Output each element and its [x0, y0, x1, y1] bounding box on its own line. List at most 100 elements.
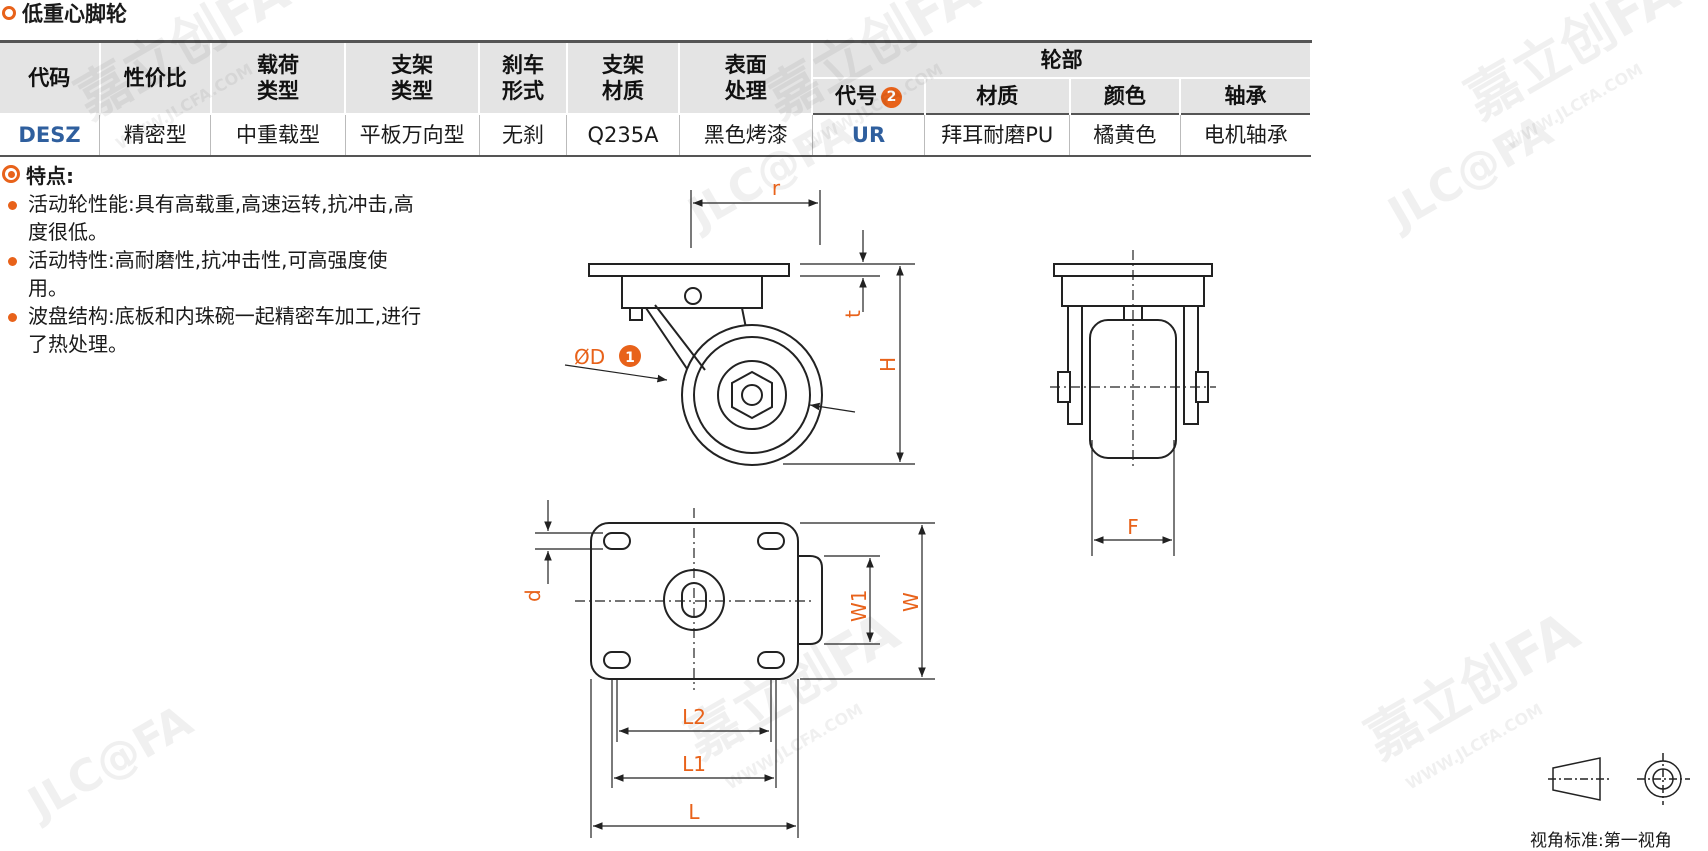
- section-title: 低重心脚轮: [2, 0, 127, 26]
- circle-outer-icon: [1644, 760, 1682, 798]
- center-boss: [663, 569, 725, 631]
- nut-right: [1195, 371, 1209, 403]
- circle-inner-icon: [1652, 768, 1674, 790]
- subheader-wheel-material: 材质: [924, 78, 1071, 114]
- watermark-text: 嘉立创FA: [1355, 599, 1590, 771]
- front-view: [1053, 263, 1213, 459]
- watermark-text: 嘉立创FA: [1455, 0, 1690, 131]
- wheel: [681, 324, 823, 466]
- spec-table: 代码 性价比 载荷 类型 支架 类型 刹车 形式 支架 材质 表面 处理 轮部 …: [0, 40, 1312, 157]
- projection-symbol: [1548, 753, 1690, 805]
- dim-w1-label: W1: [847, 590, 871, 623]
- cell-code: DESZ: [0, 113, 100, 157]
- dim-f-label: F: [1127, 515, 1139, 539]
- swivel-bearing: [621, 275, 763, 309]
- front-bearing: [1061, 275, 1205, 307]
- section-title-text: 低重心脚轮: [22, 2, 127, 26]
- fork-edge: [654, 304, 706, 371]
- top-dims: [535, 500, 935, 838]
- cell-wheel-color: 橘黄色: [1069, 113, 1181, 157]
- axle: [741, 384, 763, 406]
- table-header-row: 代码 性价比 载荷 类型 支架 类型 刹车 形式 支架 材质 表面 处理 轮部: [0, 41, 1312, 115]
- cell-bracket-material: Q235A: [566, 113, 680, 157]
- fork-left: [1067, 305, 1083, 425]
- dim-l-label: L: [688, 800, 700, 824]
- note-badge-1: 1: [619, 345, 641, 367]
- axle-nut: [731, 370, 773, 420]
- dim-h-label: H: [876, 357, 900, 372]
- note-badge-2: 2: [881, 86, 903, 108]
- header-value: 性价比: [99, 41, 212, 115]
- badge-1-text: 1: [625, 350, 635, 366]
- list-item: 活动轮性能:具有高载重,高速运转,抗冲击,高度很低。: [2, 190, 422, 246]
- slot-hole-tr: [757, 532, 785, 550]
- dim-d-small-label: d: [521, 589, 545, 602]
- list-item: 活动特性:高耐磨性,抗冲击性,可高强度使用。: [2, 246, 422, 302]
- features-list: 活动轮性能:具有高载重,高速运转,抗冲击,高度很低。 活动特性:高耐磨性,抗冲击…: [2, 190, 422, 358]
- front-plate: [1053, 263, 1213, 277]
- watermark-logo: JLC@FA: [1377, 105, 1561, 241]
- features-section: 特点: 活动轮性能:具有高载重,高速运转,抗冲击,高度很低。 活动特性:高耐磨性…: [2, 160, 422, 358]
- list-item: 波盘结构:底板和内珠碗一起精密车加工,进行了热处理。: [2, 302, 422, 358]
- dim-w-label: W: [899, 592, 923, 612]
- top-dim-labels: d W1 W L2 L1 L: [521, 589, 923, 824]
- thread-stud: [629, 307, 643, 321]
- watermark-text: 嘉立创FA: [675, 599, 910, 771]
- subheader-wheel-color: 颜色: [1069, 78, 1182, 114]
- wheel-tread: [693, 336, 811, 454]
- header-load-type: 载荷 类型: [210, 41, 347, 115]
- stud-front: [1123, 305, 1143, 321]
- cell-value: 精密型: [99, 113, 212, 157]
- dim-l2-label: L2: [682, 705, 706, 729]
- slot-hole-tl: [603, 532, 631, 550]
- badge-circle: [619, 345, 641, 367]
- nut-left: [1057, 371, 1071, 403]
- features-title: 特点:: [2, 160, 422, 188]
- watermark-url: WWW.JLCFA.COM: [1503, 60, 1647, 154]
- cell-bearing: 电机轴承: [1180, 113, 1311, 157]
- center-slot: [681, 582, 707, 618]
- header-code: 代码: [0, 41, 101, 115]
- cell-wheel-code: UR: [812, 113, 926, 157]
- circle-icon: [2, 6, 16, 20]
- cell-surface: 黑色烤漆: [679, 113, 813, 157]
- features-title-text: 特点:: [26, 163, 74, 188]
- watermark-logo: JLC@FA: [17, 695, 201, 831]
- header-brake: 刹车 形式: [479, 41, 568, 115]
- wheel-protrusion: [797, 555, 823, 645]
- top-view: [590, 522, 823, 680]
- table-row: DESZ 精密型 中重载型 平板万向型 无刹 Q235A 黑色烤漆 UR 拜耳耐…: [0, 113, 1311, 157]
- header-wheel: 轮部: [812, 41, 1312, 79]
- mounting-plate: [588, 263, 790, 277]
- dim-d-label: ØD: [574, 345, 605, 369]
- side-view: [588, 263, 823, 466]
- header-bracket-type: 支架 类型: [345, 41, 481, 115]
- target-icon: [2, 165, 20, 183]
- side-dims: [564, 190, 915, 465]
- top-plate: [590, 522, 799, 680]
- cell-bracket-type: 平板万向型: [345, 113, 480, 157]
- watermark-url: WWW.JLCFA.COM: [1403, 700, 1547, 794]
- dim-r-label: r: [772, 176, 781, 200]
- cone-icon: [1552, 757, 1601, 801]
- fork-right: [1183, 305, 1199, 425]
- dim-t-label: t: [841, 310, 865, 318]
- slot-hole-br: [757, 651, 785, 669]
- cell-load-type: 中重载型: [210, 113, 346, 157]
- wheel-hub: [717, 360, 787, 430]
- header-bracket-material: 支架 材质: [566, 41, 681, 115]
- watermark-url: WWW.JLCFA.COM: [723, 700, 867, 794]
- cell-wheel-material: 拜耳耐磨PU: [924, 113, 1071, 157]
- slot-hole-bl: [603, 651, 631, 669]
- bolt-head: [684, 287, 702, 305]
- subheader-bearing: 轴承: [1180, 78, 1312, 114]
- dim-l1-label: L1: [682, 752, 706, 776]
- side-dim-labels: r t H ØD: [574, 176, 900, 372]
- fork-arm: [644, 307, 760, 389]
- cell-brake: 无刹: [479, 113, 568, 157]
- front-dims: [1050, 250, 1216, 556]
- wheel-front: [1089, 319, 1177, 459]
- header-surface: 表面 处理: [679, 41, 814, 115]
